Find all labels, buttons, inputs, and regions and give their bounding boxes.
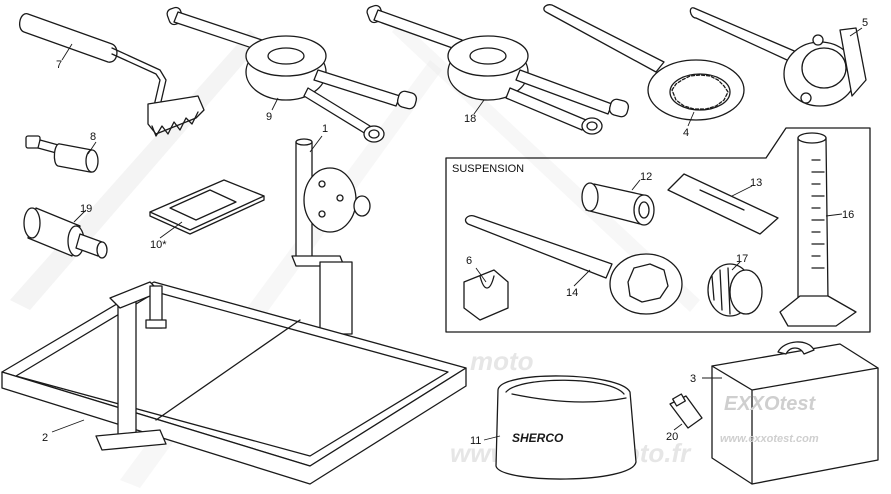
callout-12: 12 [640, 171, 652, 183]
suspension-group: SUSPENSION [445, 127, 871, 333]
callout-18: 18 [464, 113, 476, 125]
callout-numbers: 1 2 3 4 5 6 7 8 9 10* 11 12 13 14 16 17 … [42, 17, 868, 447]
tool-13-shim-plate [667, 173, 779, 235]
callout-17: 17 [736, 253, 748, 265]
callout-3: 3 [690, 373, 696, 385]
callout-11: 11 [470, 435, 481, 447]
case-logo: EXXOtest [724, 393, 816, 415]
watermark-text-1: moto [470, 346, 534, 376]
callout-14: 14 [566, 287, 578, 299]
callout-19: 19 [80, 203, 92, 215]
callout-20: 20 [666, 431, 678, 443]
tool-20-valve [669, 393, 703, 429]
suspension-label: SUSPENSION [452, 163, 524, 175]
leader-lines [51, 27, 863, 441]
bag-logo: SHERCO [512, 431, 564, 445]
callout-4: 4 [683, 127, 689, 139]
callout-2: 2 [42, 432, 48, 444]
tool-6-block [463, 269, 509, 321]
tool-16-measuring-cylinder [779, 132, 857, 327]
callout-1: 1 [322, 123, 328, 135]
tool-5-hook-wrench [689, 7, 867, 107]
case-url: www.exxotest.com [720, 433, 819, 445]
tool-2-drip-tray-stand [1, 281, 467, 485]
callout-13: 13 [750, 177, 762, 189]
callout-5: 5 [862, 17, 868, 29]
tool-9-ring-spanner [166, 6, 418, 143]
tool-10-manual [149, 179, 265, 235]
tool-17-seal-driver [707, 263, 763, 317]
tool-8-adapter [25, 135, 99, 173]
callout-10: 10* [150, 239, 167, 251]
callout-16: 16 [842, 209, 854, 221]
tool-14-fork-spanner [464, 214, 683, 315]
tool-3-exxotest-case: EXXOtest www.exxotest.com [711, 341, 879, 485]
tool-4-pin-spanner [543, 4, 745, 121]
tool-7-rake-handle [18, 13, 205, 137]
callout-7: 7 [56, 59, 62, 71]
tool-11-bag: SHERCO [495, 375, 637, 480]
tool-12-sleeve [581, 182, 655, 226]
callout-9: 9 [266, 111, 272, 123]
tool-18-ring-spanner [366, 4, 630, 135]
tool-19-puller [23, 207, 108, 259]
callout-6: 6 [466, 255, 472, 267]
callout-8: 8 [90, 131, 96, 143]
